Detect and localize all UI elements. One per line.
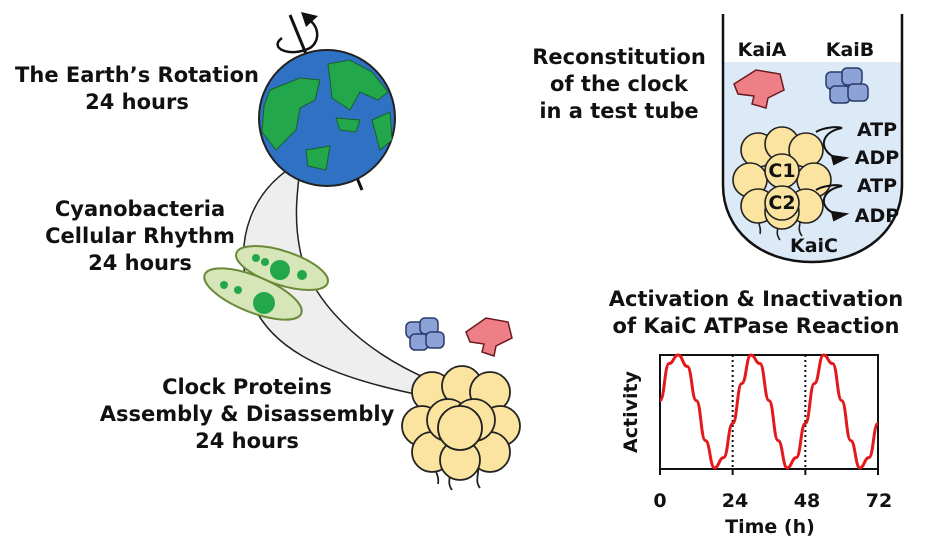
reconstitution-label-line1: Reconstitution: [532, 45, 706, 69]
kaic-hexamer-large: [401, 365, 521, 491]
earth-label-line1: The Earth’s Rotation: [15, 63, 259, 87]
cyanobacteria-cell-top: [235, 245, 329, 291]
adp-label-2: ADP: [854, 205, 900, 227]
chart-title-line1: Activation & Inactivation: [608, 287, 904, 311]
chart-ylabel: Activity: [620, 371, 642, 453]
atpase-chart: [658, 353, 880, 475]
chart-plot-frame: [659, 354, 879, 470]
clock-proteins-label-line1: Clock Proteins: [162, 375, 332, 399]
reconstitution-label-line2: of the clock: [550, 72, 688, 96]
clock-proteins-label: Clock Proteins Assembly & Disassembly 24…: [92, 374, 402, 455]
cyanobacteria-label-line3: 24 hours: [88, 251, 192, 275]
c2-label: C2: [768, 192, 796, 214]
kaia-protein-left: [465, 317, 513, 357]
c1-label: C1: [768, 160, 796, 182]
xtick-label-72: 72: [865, 490, 893, 512]
clock-proteins-label-line2: Assembly & Disassembly: [99, 402, 395, 426]
cyanobacteria-label-line1: Cyanobacteria: [54, 197, 226, 221]
cyanobacteria-label-line2: Cellular Rhythm: [45, 224, 235, 248]
atp-label-1: ATP: [856, 119, 898, 141]
atp-label-2: ATP: [856, 175, 898, 197]
adp-label-1: ADP: [854, 147, 900, 169]
kaic-hexamer-tube: [732, 126, 832, 241]
reconstitution-label: Reconstitution of the clock in a test tu…: [524, 44, 714, 125]
earth-globe: [258, 49, 396, 187]
chart-title: Activation & Inactivation of KaiC ATPase…: [596, 286, 916, 340]
clock-proteins-label-line3: 24 hours: [195, 429, 299, 453]
earth-label-line2: 24 hours: [85, 90, 189, 114]
kaib-protein-tube: [825, 67, 869, 104]
reconstitution-label-line3: in a test tube: [539, 99, 699, 123]
chart-title-line2: of KaiC ATPase Reaction: [612, 314, 900, 338]
kaia-label: KaiA: [737, 39, 787, 61]
earth-label: The Earth’s Rotation 24 hours: [6, 62, 268, 116]
kaib-label: KaiB: [825, 39, 875, 61]
cyanobacteria-cell-bottom: [203, 267, 303, 321]
kaia-protein-tube: [733, 69, 785, 109]
chart-series-line-0: [658, 353, 880, 470]
cyanobacteria-label: Cyanobacteria Cellular Rhythm 24 hours: [40, 196, 240, 277]
xtick-label-24: 24: [721, 490, 749, 512]
xtick-label-48: 48: [793, 490, 821, 512]
chart-xlabel: Time (h): [725, 516, 815, 538]
kaic-label: KaiC: [789, 235, 838, 257]
kaib-protein-left: [405, 317, 445, 351]
atp-adp-arrows: [815, 126, 850, 222]
xtick-label-0: 0: [653, 490, 667, 512]
